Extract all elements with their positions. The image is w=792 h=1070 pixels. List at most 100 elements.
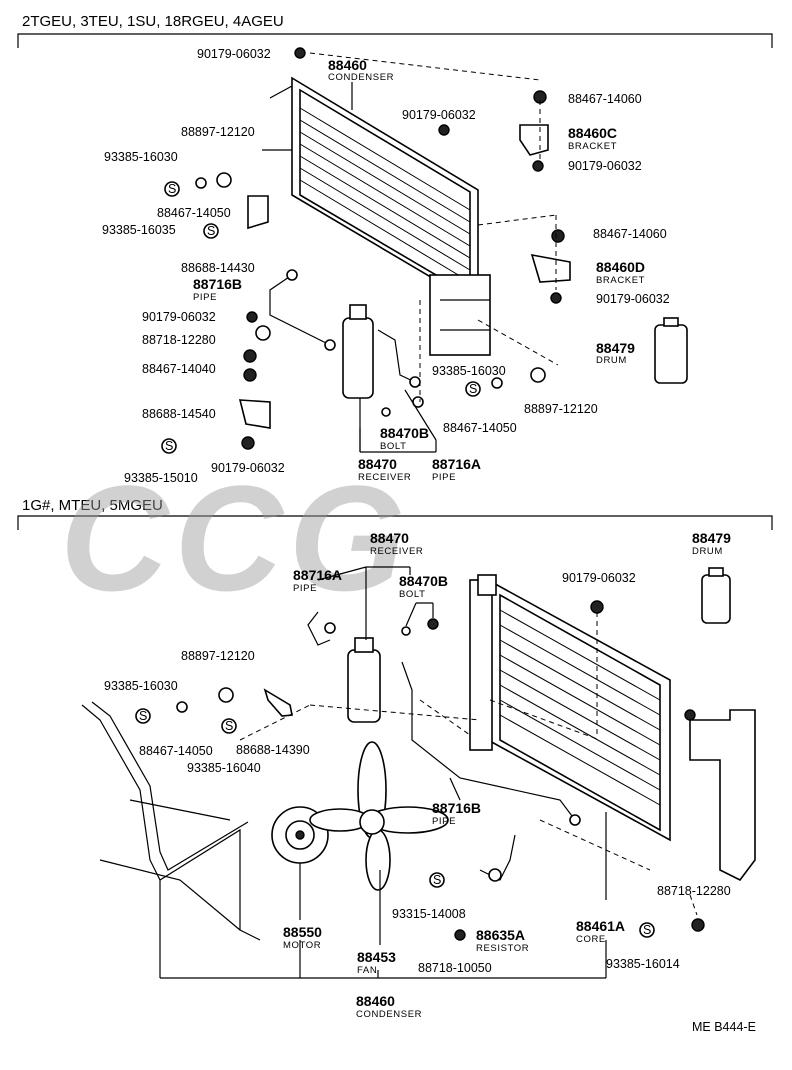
top-section-frame <box>17 33 773 48</box>
condenser-core-bottom-drawing <box>469 574 671 842</box>
bottom-section-header: 1G#, MTEU, 5MGEU <box>22 497 163 514</box>
drum-bottom-drawing <box>701 567 731 624</box>
leader-lines-bottom <box>159 566 698 979</box>
washer-icon: S <box>643 923 651 937</box>
part-number-88897-12120: 88897-12120 <box>181 125 255 139</box>
part-name-receiver: RECEIVER <box>358 472 411 483</box>
part-number-88470: 88470 <box>358 456 397 472</box>
part-name-motor: MOTOR <box>283 940 321 951</box>
part-number-88635a: 88635A <box>476 927 525 943</box>
part-number-88460d: 88460D <box>596 259 645 275</box>
part-name-pipe: PIPE <box>193 292 217 303</box>
labels-top: 90179-06032 88460 CONDENSER 90179-06032 … <box>102 47 670 485</box>
right-bracket-bottom-drawing <box>689 709 756 882</box>
part-name-condenser: CONDENSER <box>328 72 394 83</box>
part-number-88897-12120: 88897-12120 <box>181 649 255 663</box>
condenser-top-drawing <box>262 76 491 356</box>
pipe-88716b-bottom-drawing <box>401 661 581 826</box>
part-number-90179-06032: 90179-06032 <box>402 108 476 122</box>
part-number-88467-14050: 88467-14050 <box>157 206 231 220</box>
part-number-88467-14050: 88467-14050 <box>443 421 517 435</box>
resistor-drawing <box>479 834 516 882</box>
part-name-resistor: RESISTOR <box>476 943 529 954</box>
part-number-93385-15010: 93385-15010 <box>124 471 198 485</box>
part-number-88470b: 88470B <box>380 425 429 441</box>
part-number-88716a: 88716A <box>293 567 342 583</box>
part-number-88688-14390: 88688-14390 <box>236 743 310 757</box>
part-number-93385-16030: 93385-16030 <box>104 679 178 693</box>
drawing-reference-code: ME B444-E <box>692 1020 756 1034</box>
part-number-88688-14540: 88688-14540 <box>142 407 216 421</box>
washer-icon: S <box>207 224 215 238</box>
leader-lines-top <box>309 52 559 453</box>
part-number-88467-14040: 88467-14040 <box>142 362 216 376</box>
labels-bottom: 88470 RECEIVER 88479 DRUM 88716A PIPE 88… <box>104 530 731 1020</box>
washer-icon: S <box>165 439 173 453</box>
pipe-88716a-top-drawing <box>377 329 421 388</box>
part-number-88470b: 88470B <box>399 573 448 589</box>
part-number-90179-06032: 90179-06032 <box>142 310 216 324</box>
part-name-drum: DRUM <box>596 355 627 366</box>
part-name-pipe: PIPE <box>293 583 317 594</box>
part-number-88460: 88460 <box>356 993 395 1009</box>
part-number-88716a: 88716A <box>432 456 481 472</box>
watermark-logo: CCG <box>60 454 411 622</box>
washer-icon: S <box>168 182 176 196</box>
part-number-88467-14050: 88467-14050 <box>139 744 213 758</box>
part-number-88467-14060: 88467-14060 <box>593 227 667 241</box>
part-number-88479: 88479 <box>692 530 731 546</box>
washer-icons-top: S S S S <box>161 181 481 454</box>
washer-icons-bottom: S S S S <box>135 708 655 938</box>
receiver-top-drawing <box>342 304 374 399</box>
part-number-88453: 88453 <box>357 949 396 965</box>
washer-icon: S <box>139 709 147 723</box>
part-number-93385-16035: 93385-16035 <box>102 223 176 237</box>
bottom-section-frame <box>17 515 773 530</box>
part-number-88470: 88470 <box>370 530 409 546</box>
part-number-88460: 88460 <box>328 57 367 73</box>
part-number-90179-06032: 90179-06032 <box>197 47 271 61</box>
washer-icon: S <box>433 873 441 887</box>
part-name-core: CORE <box>576 934 606 945</box>
washer-icon: S <box>469 382 477 396</box>
part-number-88718-10050: 88718-10050 <box>418 961 492 975</box>
part-name-pipe: PIPE <box>432 472 456 483</box>
part-name-condenser: CONDENSER <box>356 1009 422 1020</box>
part-number-90179-06032: 90179-06032 <box>562 571 636 585</box>
part-number-88550: 88550 <box>283 924 322 940</box>
part-number-88716b: 88716B <box>193 276 242 292</box>
washer-icon: S <box>225 719 233 733</box>
part-number-88718-12280: 88718-12280 <box>657 884 731 898</box>
part-number-93385-16030: 93385-16030 <box>104 150 178 164</box>
part-number-93385-16014: 93385-16014 <box>606 957 680 971</box>
part-number-88718-12280: 88718-12280 <box>142 333 216 347</box>
fan-blade-drawing <box>309 741 449 891</box>
part-name-bracket: BRACKET <box>596 275 645 286</box>
part-number-88461a: 88461A <box>576 918 625 934</box>
fan-shroud-drawing <box>81 701 261 941</box>
small-parts-bottom <box>176 600 705 941</box>
pipe-88716b-top-drawing <box>269 269 336 351</box>
part-number-93315-14008: 93315-14008 <box>392 907 466 921</box>
pipe-88716a-bottom-drawing <box>307 611 336 646</box>
part-number-90179-06032: 90179-06032 <box>568 159 642 173</box>
part-name-fan: FAN <box>357 965 377 976</box>
part-number-90179-06032: 90179-06032 <box>211 461 285 475</box>
part-number-90179-06032: 90179-06032 <box>596 292 670 306</box>
drum-top-drawing <box>654 317 688 384</box>
part-name-bolt: BOLT <box>380 441 407 452</box>
part-number-88688-14430: 88688-14430 <box>181 261 255 275</box>
part-number-93385-16040: 93385-16040 <box>187 761 261 775</box>
part-number-88460c: 88460C <box>568 125 617 141</box>
small-parts-top <box>195 47 571 450</box>
part-name-bracket: BRACKET <box>568 141 617 152</box>
part-number-88716b: 88716B <box>432 800 481 816</box>
part-number-88467-14060: 88467-14060 <box>568 92 642 106</box>
part-name-drum: DRUM <box>692 546 723 557</box>
top-section-header: 2TGEU, 3TEU, 1SU, 18RGEU, 4AGEU <box>22 13 284 30</box>
part-number-88479: 88479 <box>596 340 635 356</box>
part-number-88897-12120: 88897-12120 <box>524 402 598 416</box>
part-name-pipe: PIPE <box>432 816 456 827</box>
part-name-receiver: RECEIVER <box>370 546 423 557</box>
